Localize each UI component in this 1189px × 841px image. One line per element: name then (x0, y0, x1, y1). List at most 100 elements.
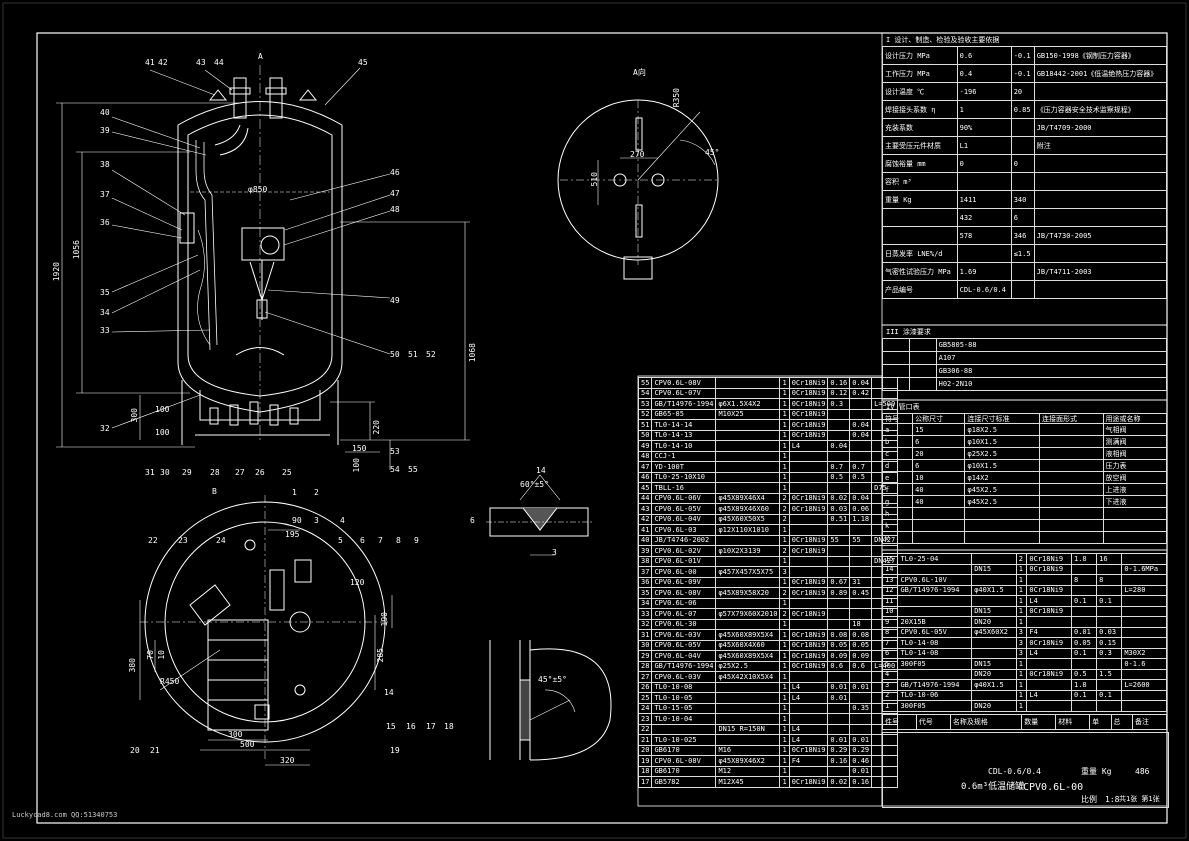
table-cell (715, 534, 781, 546)
table-cell: 0.85 (1010, 100, 1035, 119)
table-cell: 1.8 (1070, 553, 1098, 565)
table-cell: YD-100T (651, 461, 717, 473)
table-cell (1026, 679, 1072, 691)
table-cell: 27 (637, 671, 653, 683)
table-cell: φ40X1.5 (971, 679, 1017, 691)
table-cell: DN15 (971, 605, 1017, 617)
table-cell: CPV0.6L-01V (651, 555, 717, 567)
table-cell (651, 723, 717, 735)
table-cell: 产品编号 (882, 280, 958, 299)
table-cell (1102, 507, 1167, 520)
table-cell (827, 408, 851, 420)
dim-380: 380 (128, 658, 137, 673)
dim-300b: 300 (228, 730, 243, 739)
table-cell: 4 (881, 668, 899, 680)
table-cell: 31 (637, 629, 653, 641)
table-cell: 10 (881, 605, 899, 617)
table-cell: M10X25 (715, 408, 781, 420)
table-cell (971, 553, 1017, 565)
table-cell: CPV0.6L-02V (651, 545, 717, 557)
table-cell: φ45X89X46X60 (715, 503, 781, 515)
table-cell: CPV0.6L-10V (897, 574, 973, 586)
table-cell: 8 (881, 626, 899, 638)
table-cell: 0Cr18Ni9 (788, 377, 829, 389)
table-cell (827, 555, 851, 567)
title-col-labels: 件号代号名称及规格数量材料单总备注 (882, 714, 1168, 730)
table-cell (1039, 447, 1104, 460)
table-cell (912, 519, 966, 532)
part-callout-28: 28 (210, 468, 220, 477)
table-cell: 16 (1096, 553, 1123, 565)
table-cell: φ12X110X1010 (715, 524, 781, 536)
table-cell (849, 408, 873, 420)
b-view (139, 495, 393, 766)
table-cell: CPV0.6L-08V (651, 755, 717, 767)
table-cell (1010, 118, 1035, 137)
table-cell: 0.16 (827, 377, 851, 389)
table-cell (1026, 574, 1072, 586)
table-cell (827, 597, 851, 609)
table-cell: 0.6 (827, 660, 851, 672)
table-cell: 0.16 (827, 755, 851, 767)
table-cell: GB6170 (651, 765, 717, 777)
table-cell: CPV0.6L-05V (651, 639, 717, 651)
table-cell: JB/T4711-2003 (1033, 262, 1168, 281)
dim-45: 45° (705, 148, 720, 157)
table-row: k (881, 519, 1167, 532)
table-cell: L=280 (1121, 584, 1167, 596)
dim-1068: 1068 (468, 343, 477, 363)
table-cell (715, 576, 781, 588)
table-cell: 0.29 (849, 744, 873, 756)
table-cell: GB/T14976-1994 (897, 584, 973, 596)
weld-angle2: 45°±5° (538, 675, 567, 684)
part-callout-37: 37 (100, 190, 110, 199)
table-cell: CPV0.6L-03 (651, 524, 717, 536)
table-cell (1102, 519, 1167, 532)
drawing-code: CDL-0.6/0.4 (988, 767, 1041, 776)
part-callout-b-5: 5 (338, 536, 343, 545)
title-col-row: 件号代号名称及规格数量材料单总备注 (882, 714, 1168, 730)
dim-270: 270 (630, 150, 645, 159)
table-cell: TL0-14-08 (897, 647, 973, 659)
table-cell: 0.01 (827, 692, 851, 704)
table-cell: 0.6 (956, 46, 1012, 65)
table-cell: 0.05 (849, 639, 873, 651)
table-cell (971, 574, 1017, 586)
table-cell: 1 (1015, 679, 1028, 691)
table-cell: 42 (637, 513, 653, 525)
table-cell (1121, 637, 1167, 649)
watermark: Luckycad8.com QQ:51340753 (12, 811, 118, 819)
table-cell (849, 450, 873, 462)
table-cell: 0.04 (849, 419, 873, 431)
weight-label: 重量 Kg (1081, 767, 1112, 776)
table-cell: 36 (637, 576, 653, 588)
part-callout-b-4: 4 (340, 516, 345, 525)
table-cell: DN20 (971, 668, 1017, 680)
table-cell: TL0-15-05 (651, 702, 717, 714)
table-cell: 1 (1015, 605, 1028, 617)
table-cell: 2 (779, 513, 790, 525)
table-row: v (881, 531, 1167, 544)
table-cell: 28 (637, 660, 653, 672)
table-cell: 0Cr18Ni9 (788, 419, 829, 431)
dim-100c: 100 (352, 458, 361, 473)
table-cell (897, 605, 973, 617)
table-cell (849, 555, 873, 567)
table-row: H02-2N10 (882, 377, 1168, 391)
part-callout-44: 44 (214, 58, 224, 67)
table-cell: 0.35 (849, 702, 873, 714)
table-cell: GB6170 (651, 744, 717, 756)
column-header: 用途或名称 (1102, 413, 1167, 424)
table-cell (1121, 626, 1167, 638)
